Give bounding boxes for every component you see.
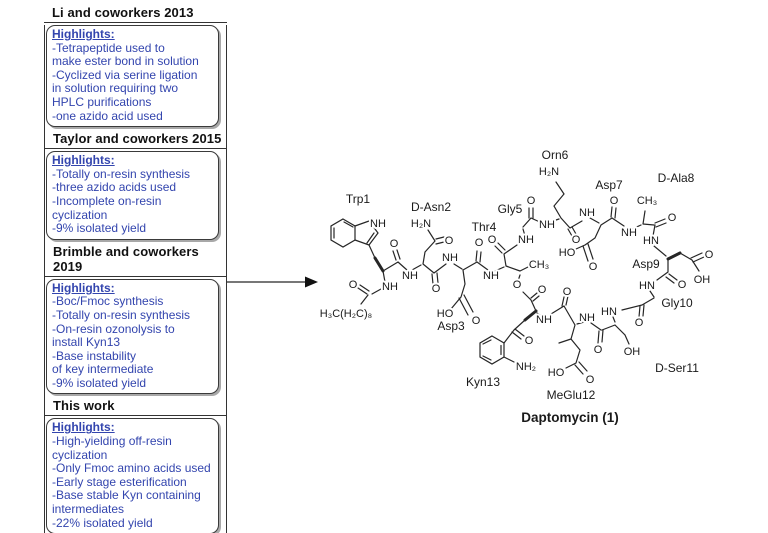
indole-pyrrole-ring — [354, 220, 379, 246]
indole-benzene-ring — [330, 218, 356, 248]
highlights-box-brimble-2019: Highlights: -Boc/Fmoc synthesis -Totally… — [46, 278, 219, 395]
label-hn-10: HN — [601, 306, 617, 318]
label-trp1-co-o: O — [390, 238, 399, 250]
label-gly5-co-o: O — [527, 195, 536, 207]
label-asp7-ho: HO — [559, 247, 576, 259]
highlights-box-taylor-2015: Highlights: -Totally on-resin synthesis … — [46, 151, 219, 240]
label-asp3: Asp3 — [437, 319, 465, 333]
label-ser11-co-o: O — [594, 344, 603, 356]
label-gly10: Gly10 — [661, 296, 693, 310]
section-heading-li-2013: Li and coworkers 2013 — [44, 4, 227, 23]
label-ala8-co-o: O — [668, 212, 677, 224]
label-d-ala8: D-Ala8 — [658, 171, 695, 185]
label-nh-1: NH — [402, 270, 418, 282]
label-d-ser11: D-Ser11 — [655, 361, 699, 375]
label-nh-6: NH — [579, 207, 595, 219]
highlights-box-this-work: Highlights: -High-yielding off-resin cyc… — [46, 418, 219, 533]
label-gly10-co-o: O — [635, 317, 644, 329]
label-hn-9: HN — [639, 280, 655, 292]
label-orn6: Orn6 — [542, 148, 569, 162]
label-asp7: Asp7 — [595, 178, 623, 192]
label-thr4: Thr4 — [472, 220, 497, 234]
highlights-label: Highlights: — [52, 27, 115, 41]
label-asp9-co-o: O — [678, 279, 687, 291]
label-fatty-o: O — [349, 279, 358, 291]
label-asn2-h2n: H₂N — [411, 218, 431, 230]
double-bonds — [357, 206, 705, 375]
label-nh-4: NH — [518, 234, 534, 246]
label-ala8-ch3: CH₃ — [637, 195, 657, 207]
label-asp7-co-o: O — [610, 195, 619, 207]
label-fatty: H₃C(H₂C)₈ — [320, 308, 372, 320]
label-kyn13: Kyn13 — [466, 375, 500, 389]
label-nh-7: NH — [621, 227, 637, 239]
label-nh-fatty: NH — [382, 281, 398, 293]
label-orn6-h2n: H₂N — [539, 166, 559, 178]
label-kyn-ester-o: O — [538, 284, 547, 296]
label-meglu-ho: HO — [548, 367, 565, 379]
label-asp3-co-o: O — [475, 237, 484, 249]
label-thr4-co-o: O — [488, 234, 497, 246]
label-kyn-nh2: NH₂ — [516, 361, 536, 373]
highlights-lines: -Tetrapeptide used to make ester bond in… — [52, 40, 199, 123]
label-meglu-co-o: O — [563, 286, 572, 298]
section-heading-taylor-2015: Taylor and coworkers 2015 — [45, 130, 226, 150]
label-orn6-co-o: O — [572, 234, 581, 246]
label-kyn-keto-o: O — [525, 335, 534, 347]
single-bonds — [360, 181, 700, 369]
label-nh-5: NH — [539, 219, 555, 231]
label-asp9-oh: OH — [694, 274, 711, 286]
label-asp9: Asp9 — [632, 257, 660, 271]
label-gly5: Gly5 — [498, 202, 523, 216]
label-asp7-o: O — [589, 261, 598, 273]
label-nh-11: NH — [579, 312, 595, 324]
label-nh-3: NH — [483, 270, 499, 282]
label-trp1: Trp1 — [346, 192, 371, 206]
highlights-box-li-2013: Highlights: -Tetrapeptide used to make e… — [46, 25, 219, 128]
highlights-lines: -Boc/Fmoc synthesis -Totally on-resin sy… — [52, 294, 191, 390]
synthesis-comparison-panel: Li and coworkers 2013 Highlights: -Tetra… — [44, 4, 227, 533]
right-arrow-icon — [227, 276, 318, 288]
label-nh-12: NH — [536, 314, 552, 326]
wedge-bonds — [373, 251, 682, 322]
highlights-label: Highlights: — [52, 420, 115, 435]
label-ester-o: O — [513, 279, 522, 291]
label-meglu-o: O — [586, 374, 595, 386]
label-asp3-o: O — [472, 315, 481, 327]
label-nh-2: NH — [442, 252, 458, 264]
highlights-lines: -Totally on-resin synthesis -three azido… — [52, 166, 191, 236]
label-asp9-o: O — [705, 249, 714, 261]
highlights-label: Highlights: — [52, 153, 115, 168]
label-asn2-side-o: O — [445, 235, 454, 247]
section-heading-brimble-2019: Brimble and coworkers 2019 — [45, 243, 226, 277]
label-hn-8: HN — [643, 235, 659, 247]
label-indole-nh: NH — [370, 218, 386, 230]
label-title: Daptomycin (1) — [521, 410, 619, 425]
aromatic-double-bonds — [333, 221, 502, 361]
panel-body: Highlights: -Tetrapeptide used to make e… — [44, 25, 227, 533]
highlights-label: Highlights: — [52, 280, 115, 295]
highlights-lines: -High-yielding off-resin cyclization -On… — [52, 434, 211, 530]
label-d-asn2: D-Asn2 — [411, 200, 451, 214]
label-meglu12: MeGlu12 — [547, 388, 596, 402]
section-heading-this-work: This work — [45, 397, 226, 417]
label-ser11-oh: OH — [624, 346, 641, 358]
label-thr4-ch3: CH₃ — [529, 259, 549, 271]
label-asn2-co-o: O — [432, 283, 441, 295]
label-asp3-ho: HO — [437, 308, 454, 320]
